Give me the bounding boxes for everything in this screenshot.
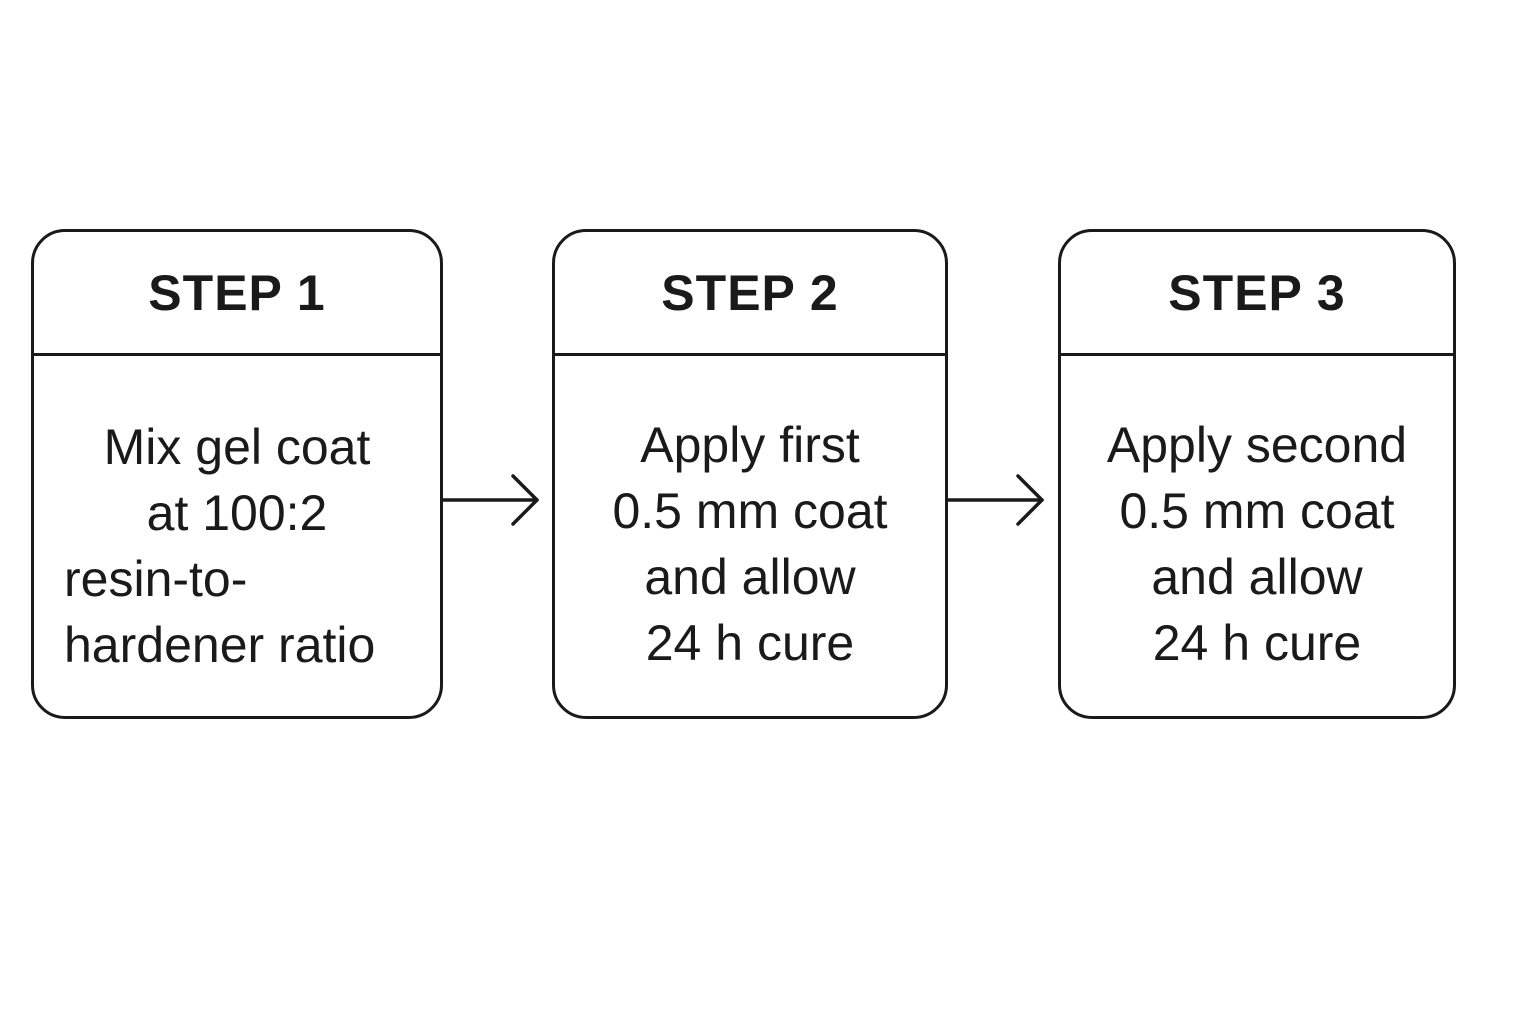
- step-3-body: Apply second 0.5 mm coat and allow 24 h …: [1061, 356, 1453, 716]
- step-2-line-3: and allow: [644, 549, 856, 605]
- step-1-line-1: Mix gel coat: [103, 419, 371, 475]
- step-2-line-1: Apply first: [640, 417, 860, 473]
- step-1-body: Mix gel coat at 100:2 resin-to- hardener…: [34, 356, 440, 716]
- step-1-line-4: hardener ratio: [64, 617, 376, 673]
- step-3-line-1: Apply second: [1106, 417, 1408, 473]
- step-3-header: STEP 3: [1061, 232, 1453, 356]
- step-2-header: STEP 2: [555, 232, 945, 356]
- step-3-line-4: 24 h cure: [1152, 615, 1362, 671]
- step-1-header: STEP 1: [34, 232, 440, 356]
- step-3-line-3: and allow: [1151, 549, 1363, 605]
- step-1-line-3: resin-to-: [64, 551, 248, 607]
- step-3-box: STEP 3 Apply second 0.5 mm coat and allo…: [1058, 229, 1456, 719]
- step-2-line-4: 24 h cure: [645, 615, 855, 671]
- step-1-line-2: at 100:2: [146, 485, 328, 541]
- step-1-title: STEP 1: [148, 264, 326, 321]
- step-3-title: STEP 3: [1168, 264, 1346, 321]
- step-3-line-2: 0.5 mm coat: [1119, 483, 1395, 539]
- step-2-body: Apply first 0.5 mm coat and allow 24 h c…: [555, 356, 945, 716]
- step-2-box: STEP 2 Apply first 0.5 mm coat and allow…: [552, 229, 948, 719]
- step-1-box: STEP 1 Mix gel coat at 100:2 resin-to- h…: [31, 229, 443, 719]
- arrow-right-icon: [443, 474, 539, 526]
- step-2-title: STEP 2: [661, 264, 839, 321]
- arrow-right-icon: [948, 474, 1044, 526]
- step-2-line-2: 0.5 mm coat: [612, 483, 888, 539]
